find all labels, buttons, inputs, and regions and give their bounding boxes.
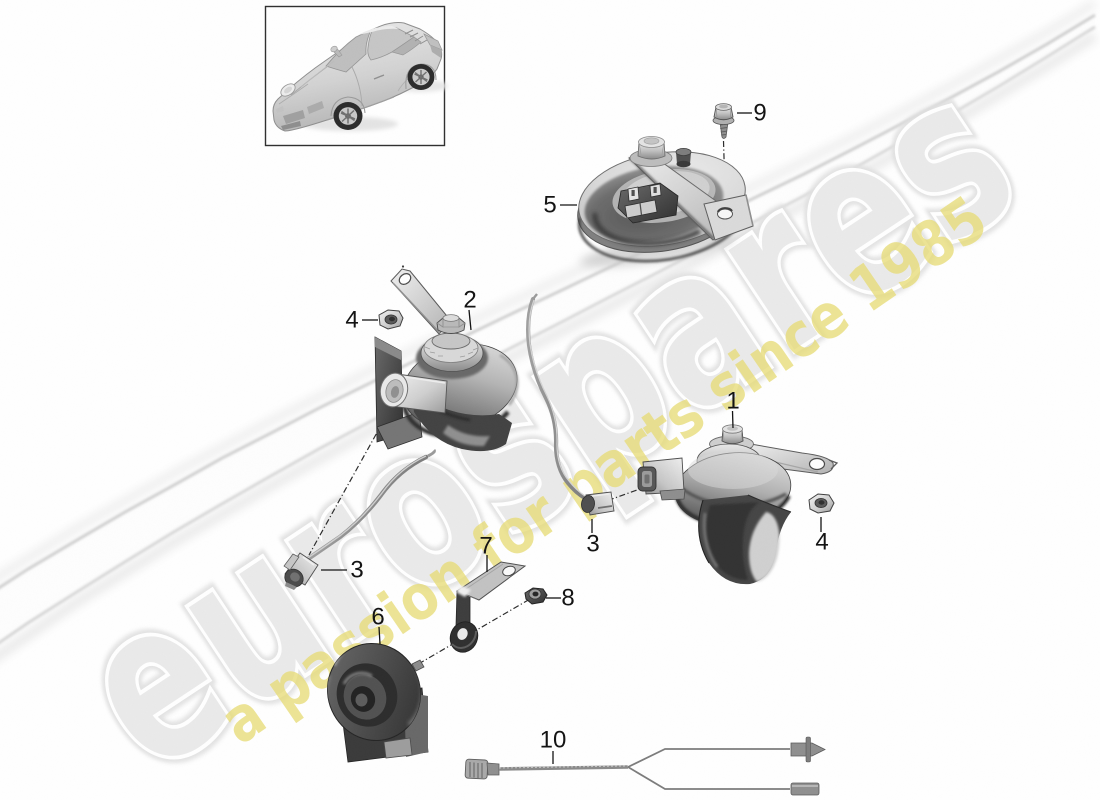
callout-label-10: 10 — [540, 727, 567, 754]
callout-label-1: 1 — [726, 388, 739, 415]
callout-label-4: 4 — [345, 307, 358, 334]
callout-label-4: 4 — [815, 529, 828, 556]
callout-labels: 1 2 3 3 4 4 5 6 7 8 9 10 — [321, 100, 829, 764]
callout-label-3: 3 — [586, 531, 599, 558]
callout-label-6: 6 — [371, 604, 384, 631]
callout-label-2: 2 — [463, 287, 476, 314]
callout-label-8: 8 — [561, 585, 574, 612]
callout-label-5: 5 — [543, 192, 556, 219]
callout-label-9: 9 — [753, 100, 766, 127]
callout-label-3: 3 — [350, 557, 363, 584]
callout-leader-6 — [378, 626, 381, 645]
callout-leader-1 — [731, 410, 734, 429]
callout-leader-2 — [468, 309, 472, 331]
callout-label-7: 7 — [479, 533, 492, 560]
